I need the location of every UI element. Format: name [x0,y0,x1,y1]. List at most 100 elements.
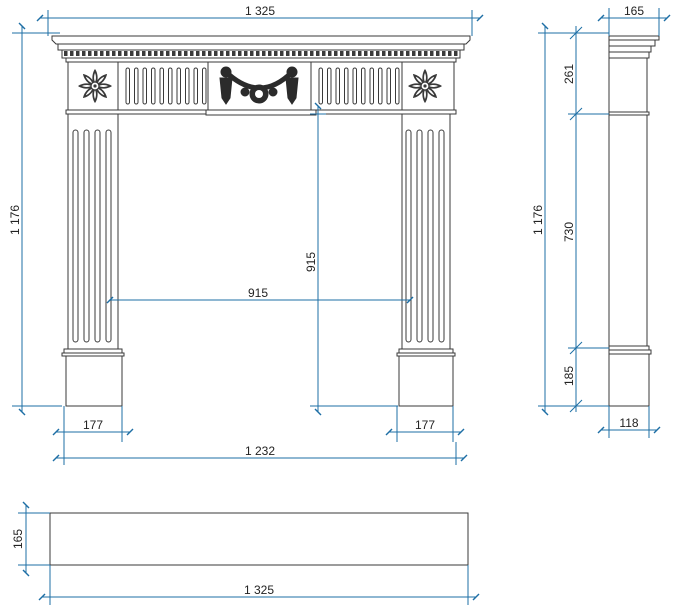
dentil [202,51,206,56]
dentil [394,51,398,56]
dentil [124,51,128,56]
flute [344,67,349,105]
flute [395,67,400,105]
frieze [65,61,457,116]
top-view [49,512,469,566]
dentil [148,51,152,56]
flute [83,129,90,343]
dentil [406,51,410,56]
dentil [292,51,296,56]
dim-frieze-height: 261 [562,64,576,84]
frieze-flutes [125,67,400,105]
dentil [154,51,158,56]
dentil [76,51,80,56]
flute [335,67,340,105]
dentil [322,51,326,56]
dentil [64,51,68,56]
dentil [112,51,116,56]
dentil [346,51,350,56]
dim-opening-height: 915 [304,252,318,272]
dentil [214,51,218,56]
front-view-dimensions: 1 325 1 176 915 915 177 177 1 232 [8,4,484,465]
flute [361,67,366,105]
dentil [400,51,404,56]
dim-side-total-height: 1 176 [531,205,545,235]
dentil [388,51,392,56]
flute [416,129,423,343]
flute [134,67,139,105]
cornice [51,35,471,63]
dentil-row [64,51,458,56]
dentil [454,51,458,56]
dentil [250,51,254,56]
dim-overall-width: 1 325 [245,4,275,18]
dentil [244,51,248,56]
dentil [190,51,194,56]
dentil [268,51,272,56]
dentil [88,51,92,56]
dentil [118,51,122,56]
dentil [352,51,356,56]
left-pillar-flutes [72,129,112,343]
dentil [364,51,368,56]
flute [378,67,383,105]
dim-base-width: 1 232 [245,444,275,458]
flute [405,129,412,343]
dentil [136,51,140,56]
dentil [232,51,236,56]
dentil [448,51,452,56]
flute [176,67,181,105]
flute [142,67,147,105]
dentil [130,51,134,56]
dentil [382,51,386,56]
flute [386,67,391,105]
flute [202,67,207,105]
dentil [430,51,434,56]
dentil [208,51,212,56]
dim-column-height: 730 [562,222,576,242]
dim-left-pillar-width: 177 [83,418,103,432]
top-view-dimensions: 165 1 325 [11,501,480,605]
dentil [412,51,416,56]
side-view [608,35,660,407]
dentil [100,51,104,56]
dentil [358,51,362,56]
dim-side-depth-top: 165 [624,4,644,18]
dentil [340,51,344,56]
dentil [436,51,440,56]
flute [159,67,164,105]
front-view [51,35,471,407]
dentil [220,51,224,56]
dentil [304,51,308,56]
flute [105,129,112,343]
dim-overall-height: 1 176 [8,205,22,235]
dentil [82,51,86,56]
dentil [274,51,278,56]
flute [185,67,190,105]
dentil [328,51,332,56]
dentil [106,51,110,56]
flute [438,129,445,343]
flute [327,67,332,105]
flute [151,67,156,105]
dentil [262,51,266,56]
dentil [160,51,164,56]
dentil [286,51,290,56]
dentil [442,51,446,56]
left-rosette-icon [78,69,112,103]
dim-top-width: 1 325 [244,583,274,597]
flute [369,67,374,105]
dentil [172,51,176,56]
dim-top-depth: 165 [11,529,25,549]
dentil [334,51,338,56]
flute [72,129,79,343]
dentil [196,51,200,56]
flute [427,129,434,343]
dim-side-base-depth: 118 [619,416,638,430]
side-view-dimensions: 165 1 176 261 730 185 118 [531,4,671,438]
dentil [70,51,74,56]
dim-opening-width: 915 [248,286,268,300]
dentil [256,51,260,56]
dentil [178,51,182,56]
